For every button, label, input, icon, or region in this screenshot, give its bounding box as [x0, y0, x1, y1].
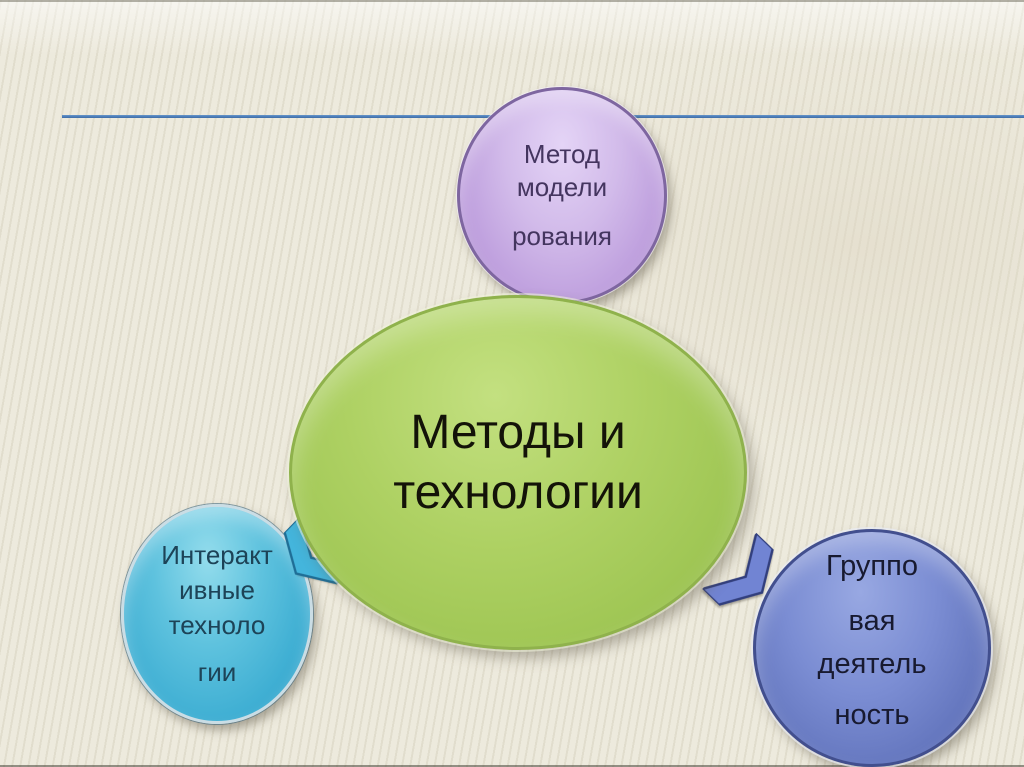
node-text-line: вая: [848, 605, 896, 637]
node-text-line: технологии: [393, 465, 643, 519]
node-text-line: техноло: [168, 610, 266, 640]
cycle-arrow-right-icon: [702, 532, 794, 625]
node-modeling-method: Метод модели рования: [457, 87, 667, 304]
node-text-line: Группо: [826, 550, 918, 582]
node-text-line: Методы и: [410, 405, 626, 459]
node-text-line: Метод: [523, 139, 601, 169]
node-interactive-technologies: Интеракт ивные техноло гии: [121, 504, 313, 724]
node-text-line: модели: [516, 172, 608, 202]
node-group-activity: Группо вая деятель ность: [753, 529, 991, 767]
slide-bottom-edge: [0, 765, 1024, 767]
node-text-line: Интеракт: [161, 540, 273, 570]
slide-top-edge: [0, 0, 1024, 2]
node-text-line: ивные: [179, 575, 255, 605]
node-text-line: ность: [834, 699, 910, 731]
node-text-line: рования: [512, 221, 612, 251]
node-text-line: деятель: [817, 648, 927, 680]
node-text-line: гии: [197, 657, 237, 687]
node-methods-and-technologies: Методы и технологии: [289, 295, 747, 650]
